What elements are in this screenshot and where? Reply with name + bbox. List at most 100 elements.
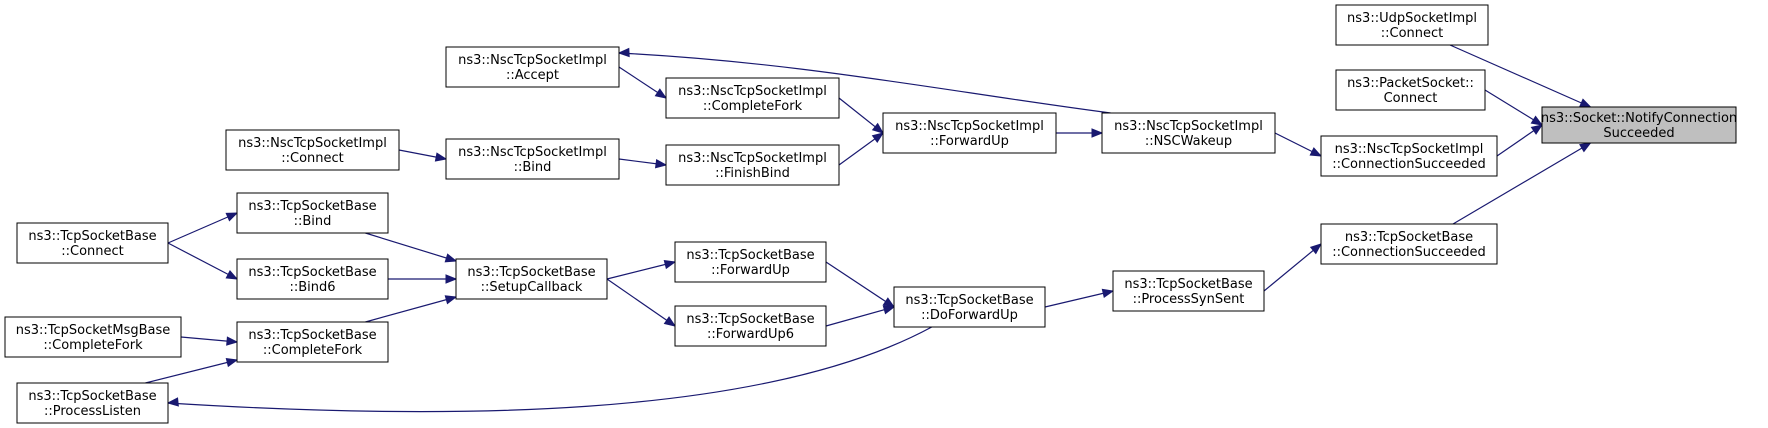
node-label-line: ::DoForwardUp (921, 308, 1018, 323)
node-tcpsocketbase-processlisten[interactable]: ns3::TcpSocketBase::ProcessListen (16, 382, 169, 424)
node-nsctcpsocketimpl-connect[interactable]: ns3::NscTcpSocketImpl::Connect (225, 129, 400, 171)
node-label-line: ns3::PacketSocket:: (1347, 76, 1474, 91)
node-nsctcpsocketimpl-nscwakeup[interactable]: ns3::NscTcpSocketImpl::NSCWakeup (1101, 112, 1276, 154)
node-label-line: ::ForwardUp (711, 263, 790, 278)
node-box (1112, 270, 1265, 312)
node-label-line: ::Bind (294, 214, 332, 229)
node-tcpsocketbase-forwardup[interactable]: ns3::TcpSocketBase::ForwardUp (674, 241, 827, 283)
edge-tcpsocketbase-doforwardup-to-tcpsocketbase-processsynsent (1044, 288, 1115, 308)
edge-nsctcpsocketimpl-bind-to-nsctcpsocketimpl-finishbind (618, 158, 668, 169)
edge-tcpsocketbase-processsynsent-to-tcpsocketbase-connectionsucceeded (1263, 243, 1323, 292)
edge-tcpsocketbase-doforwardup-to-tcpsocketbase-processlisten (166, 326, 933, 413)
edge-line (1449, 44, 1591, 108)
edge-tcpsocketbase-connect-to-tcpsocketbase-bind6 (167, 242, 239, 280)
node-tcpsocketbase-doforwardup[interactable]: ns3::TcpSocketBase::DoForwardUp (893, 286, 1046, 328)
node-label-line: ns3::TcpSocketBase (248, 199, 376, 214)
arrowhead (444, 295, 458, 305)
arrowhead (663, 259, 677, 270)
node-box (455, 258, 608, 300)
edge-line (1044, 290, 1114, 308)
node-tcpsocketbase-processsynsent[interactable]: ns3::TcpSocketBase::ProcessSynSent (1112, 270, 1265, 312)
edge-tcpsocketbase-completefork-to-tcpsocketbase-setupcallback (365, 295, 458, 323)
node-label-line: ::ProcessListen (44, 404, 141, 419)
edge-tcpsocketbase-bind6-to-tcpsocketbase-setupcallback (388, 274, 458, 284)
edge-line (167, 242, 238, 280)
node-box (1320, 223, 1498, 265)
arrowhead (654, 88, 668, 99)
edge-tcpsocketbase-processlisten-to-tcpsocketbase-completefork (145, 357, 239, 384)
node-label-line: ns3::NscTcpSocketImpl (458, 145, 607, 160)
node-tcpsocketbase-forwardup6[interactable]: ns3::TcpSocketBase::ForwardUp6 (674, 305, 827, 347)
edge-nsctcpsocketimpl-nscwakeup-to-nsctcpsocketimpl-accept (617, 47, 1111, 114)
edge-tcpsocketbase-bind-to-tcpsocketbase-setupcallback (365, 232, 458, 263)
node-tcpsocketbase-bind6[interactable]: ns3::TcpSocketBase::Bind6 (236, 258, 389, 300)
node-box (16, 382, 169, 424)
arrowhead (882, 305, 896, 315)
node-label-line: ::CompleteFork (703, 99, 803, 114)
arrowhead (166, 397, 179, 407)
edge-line (825, 306, 895, 327)
node-box (236, 192, 389, 234)
node-tcpsocketbase-completefork[interactable]: ns3::TcpSocketBase::CompleteFork (236, 321, 389, 363)
edge-line (1263, 243, 1322, 292)
edge-line (145, 359, 238, 384)
node-label-line: ns3::NscTcpSocketImpl (1335, 142, 1484, 157)
arrowhead (225, 212, 239, 222)
node-label-line: ::FinishBind (715, 166, 790, 181)
edge-tcpsocketbase-setupcallback-to-tcpsocketbase-forwardup (606, 259, 677, 280)
node-nsctcpsocketimpl-finishbind[interactable]: ns3::NscTcpSocketImpl::FinishBind (665, 144, 840, 186)
node-label-line: ns3::TcpSocketBase (1345, 230, 1473, 245)
node-label-line: ns3::NscTcpSocketImpl (1114, 119, 1263, 134)
node-nsctcpsocketimpl-forwardup[interactable]: ns3::NscTcpSocketImpl::ForwardUp (882, 112, 1057, 154)
node-box (882, 112, 1057, 154)
node-box (1320, 135, 1498, 177)
node-label-line: ns3::NscTcpSocketImpl (678, 151, 827, 166)
node-nsctcpsocketimpl-bind[interactable]: ns3::NscTcpSocketImpl::Bind (445, 138, 620, 180)
node-label-line: Succeeded (1603, 126, 1674, 141)
node-box (1541, 106, 1737, 144)
arrowhead (226, 336, 239, 346)
node-label-line: ns3::TcpSocketBase (905, 293, 1033, 308)
node-label-line: ns3::UdpSocketImpl (1347, 11, 1477, 26)
node-label-line: ::ConnectionSucceeded (1332, 157, 1486, 172)
node-tcpsocketbase-connect[interactable]: ns3::TcpSocketBase::Connect (16, 222, 169, 264)
node-tcpsocketmsgbase-completefork[interactable]: ns3::TcpSocketMsgBase::CompleteFork (4, 316, 182, 358)
arrowhead (444, 253, 458, 263)
node-udpsocketimpl-connect[interactable]: ns3::UdpSocketImpl::Connect (1335, 4, 1489, 46)
edge-tcpsocketmsgbase-completefork-to-tcpsocketbase-completefork (180, 336, 239, 346)
node-nsctcpsocketimpl-accept[interactable]: ns3::NscTcpSocketImpl::Accept (445, 46, 620, 88)
node-box (445, 138, 620, 180)
node-label-line: ::Bind (514, 160, 552, 175)
node-nsctcpsocketimpl-connectionsucceeded[interactable]: ns3::NscTcpSocketImpl::ConnectionSucceed… (1320, 135, 1498, 177)
node-label-line: ns3::NscTcpSocketImpl (895, 119, 1044, 134)
arrowhead (1091, 128, 1104, 138)
node-nsctcpsocketimpl-completefork[interactable]: ns3::NscTcpSocketImpl::CompleteFork (665, 77, 840, 119)
node-box (236, 258, 389, 300)
arrowhead (225, 269, 239, 280)
node-tcpsocketbase-bind[interactable]: ns3::TcpSocketBase::Bind (236, 192, 389, 234)
node-label-line: ns3::TcpSocketBase (686, 248, 814, 263)
arrowhead (1578, 98, 1592, 108)
arrowhead (434, 152, 448, 162)
node-tcpsocketbase-setupcallback[interactable]: ns3::TcpSocketBase::SetupCallback (455, 258, 608, 300)
arrowhead (617, 47, 630, 58)
edge-nsctcpsocketimpl-completefork-to-nsctcpsocketimpl-forwardup (838, 97, 885, 134)
node-label-line: ::CompleteFork (263, 343, 363, 358)
edges-layer (145, 44, 1592, 413)
node-label-line: ::CompleteFork (43, 338, 143, 353)
arrowhead (1530, 124, 1544, 135)
node-label-line: ::ProcessSynSent (1133, 292, 1245, 307)
node-label-line: ::NSCWakeup (1145, 134, 1232, 149)
node-box (1335, 4, 1489, 46)
node-box (674, 241, 827, 283)
node-label-line: ns3::TcpSocketBase (248, 265, 376, 280)
arrowhead (1309, 243, 1323, 255)
edge-line (606, 278, 676, 327)
node-box (665, 144, 840, 186)
node-label-line: ::Connect (1381, 26, 1444, 41)
node-packetsocket-connect[interactable]: ns3::PacketSocket::Connect (1335, 69, 1486, 111)
edge-tcpsocketbase-connectionsucceeded-to-socket-notifyconnectionsucceeded (1452, 142, 1592, 225)
node-tcpsocketbase-connectionsucceeded[interactable]: ns3::TcpSocketBase::ConnectionSucceeded (1320, 223, 1498, 265)
